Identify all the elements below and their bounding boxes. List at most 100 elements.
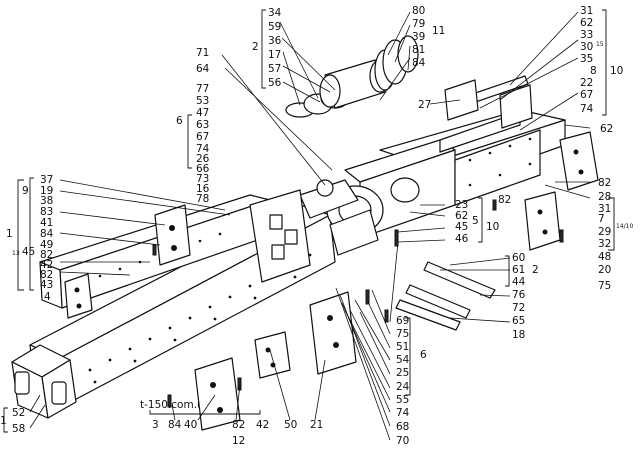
callout-2: 2 xyxy=(252,41,259,53)
callout-63: 63 xyxy=(196,119,209,131)
callout-5: 5 xyxy=(472,215,479,227)
callout-62-r: 62 xyxy=(600,123,613,135)
callout-45-left: 45 xyxy=(22,246,35,258)
callout-60: 60 xyxy=(512,252,525,264)
callout-48: 48 xyxy=(598,251,611,263)
callout-10-top: 10 xyxy=(610,65,623,77)
callout-36: 36 xyxy=(268,35,282,47)
callout-10-mid: 10 xyxy=(486,221,499,233)
callout-61: 61 xyxy=(512,264,525,276)
bracket-left-low xyxy=(64,273,93,319)
callout-82-left-a: 82 xyxy=(40,249,53,261)
callout-47: 47 xyxy=(196,107,209,119)
front-cross-member xyxy=(11,344,77,419)
callout-74: 74 xyxy=(196,143,210,155)
callout-83: 83 xyxy=(40,206,53,218)
bracket-bottom-c xyxy=(309,291,357,375)
rear-frame-holes xyxy=(468,137,532,187)
callout-21: 21 xyxy=(310,419,323,431)
callout-37: 37 xyxy=(40,174,53,186)
callout-8: 8 xyxy=(590,65,597,77)
callout-69: 69 xyxy=(396,315,409,327)
central-hinge xyxy=(299,177,420,256)
callout-35: 35 xyxy=(580,53,593,65)
callout-58: 58 xyxy=(12,423,25,435)
callout-82-mid: 82 xyxy=(498,194,511,206)
callout-84-left: 84 xyxy=(40,228,54,240)
callout-75-r: 75 xyxy=(598,280,611,292)
callout-43: 43 xyxy=(40,279,53,291)
callout-16: 16 xyxy=(196,183,210,195)
front-bracket xyxy=(249,189,311,283)
callout-54: 54 xyxy=(396,354,410,366)
callout-24: 24 xyxy=(396,381,410,393)
callout-46: 46 xyxy=(455,233,469,245)
callout-4: 4 xyxy=(44,291,51,303)
callout-31-top: 31 xyxy=(580,5,593,17)
callout-64: 64 xyxy=(196,63,210,75)
callout-62-top: 62 xyxy=(580,17,593,29)
callout-13: 13 xyxy=(12,250,20,257)
callout-74-mid: 74 xyxy=(396,407,410,419)
callout-45-mid: 45 xyxy=(455,221,468,233)
callout-42-bottom: 42 xyxy=(256,419,269,431)
callout-28: 28 xyxy=(598,191,611,203)
callout-1-bottom: 1 xyxy=(0,415,7,427)
bracket-right-b xyxy=(524,191,561,251)
callout-50: 50 xyxy=(284,419,297,431)
callout-59: 59 xyxy=(268,21,281,33)
callout-27: 27 xyxy=(418,99,431,111)
callout-22: 22 xyxy=(580,77,593,89)
callout-6-mid: 6 xyxy=(420,349,427,361)
callout-81: 81 xyxy=(412,44,425,56)
callout-9: 9 xyxy=(22,185,29,197)
callout-78: 78 xyxy=(196,193,209,205)
callout-76: 76 xyxy=(512,289,526,301)
callout-49: 49 xyxy=(40,239,53,251)
callout-75-mid: 75 xyxy=(396,328,409,340)
callout-82-bottom: 82 xyxy=(232,419,245,431)
callout-3: 3 xyxy=(152,419,159,431)
callout-23: 23 xyxy=(455,199,468,211)
callout-7: 7 xyxy=(598,213,605,225)
callout-33: 33 xyxy=(580,29,593,41)
callout-11: 11 xyxy=(432,25,445,37)
bracket-bottom-a xyxy=(194,357,241,431)
callout-55: 55 xyxy=(396,394,409,406)
callout-31-r: 31 xyxy=(598,203,611,215)
rear-shaft xyxy=(444,75,533,129)
leader-lines xyxy=(29,11,591,441)
callout-30: 30 xyxy=(580,41,593,53)
callout-20: 20 xyxy=(598,264,611,276)
bolts xyxy=(152,199,564,408)
callout-80: 80 xyxy=(412,5,425,17)
callout-74-r: 74 xyxy=(580,103,594,115)
callout-40: 40 xyxy=(184,419,197,431)
support-bars xyxy=(395,261,496,331)
callout-77: 77 xyxy=(196,83,209,95)
callout-73: 73 xyxy=(196,173,209,185)
callout-52: 52 xyxy=(12,407,25,419)
callout-19: 19 xyxy=(40,185,53,197)
bracket-bottom-b xyxy=(254,331,291,379)
callout-84-bottom: 84 xyxy=(168,419,182,431)
callout-41: 41 xyxy=(40,217,53,229)
callout-14-10: 14/10 xyxy=(616,223,633,230)
callout-66: 66 xyxy=(196,163,210,175)
callout-70: 70 xyxy=(396,435,409,447)
callout-25: 25 xyxy=(396,367,409,379)
callout-82-left-b: 82 xyxy=(40,269,53,281)
callout-38: 38 xyxy=(40,195,53,207)
callout-62-mid: 62 xyxy=(455,210,468,222)
callout-6: 6 xyxy=(176,115,183,127)
callout-65: 65 xyxy=(512,315,525,327)
callout-42-left: 42 xyxy=(40,259,53,271)
watermark: t-150.com.ua xyxy=(140,399,210,411)
callout-18: 18 xyxy=(512,329,525,341)
callout-29: 29 xyxy=(598,226,611,238)
callout-39: 39 xyxy=(412,31,425,43)
callout-12: 12 xyxy=(232,435,245,447)
callout-17: 17 xyxy=(268,49,281,61)
callout-68: 68 xyxy=(396,421,409,433)
callout-84: 84 xyxy=(412,57,426,69)
